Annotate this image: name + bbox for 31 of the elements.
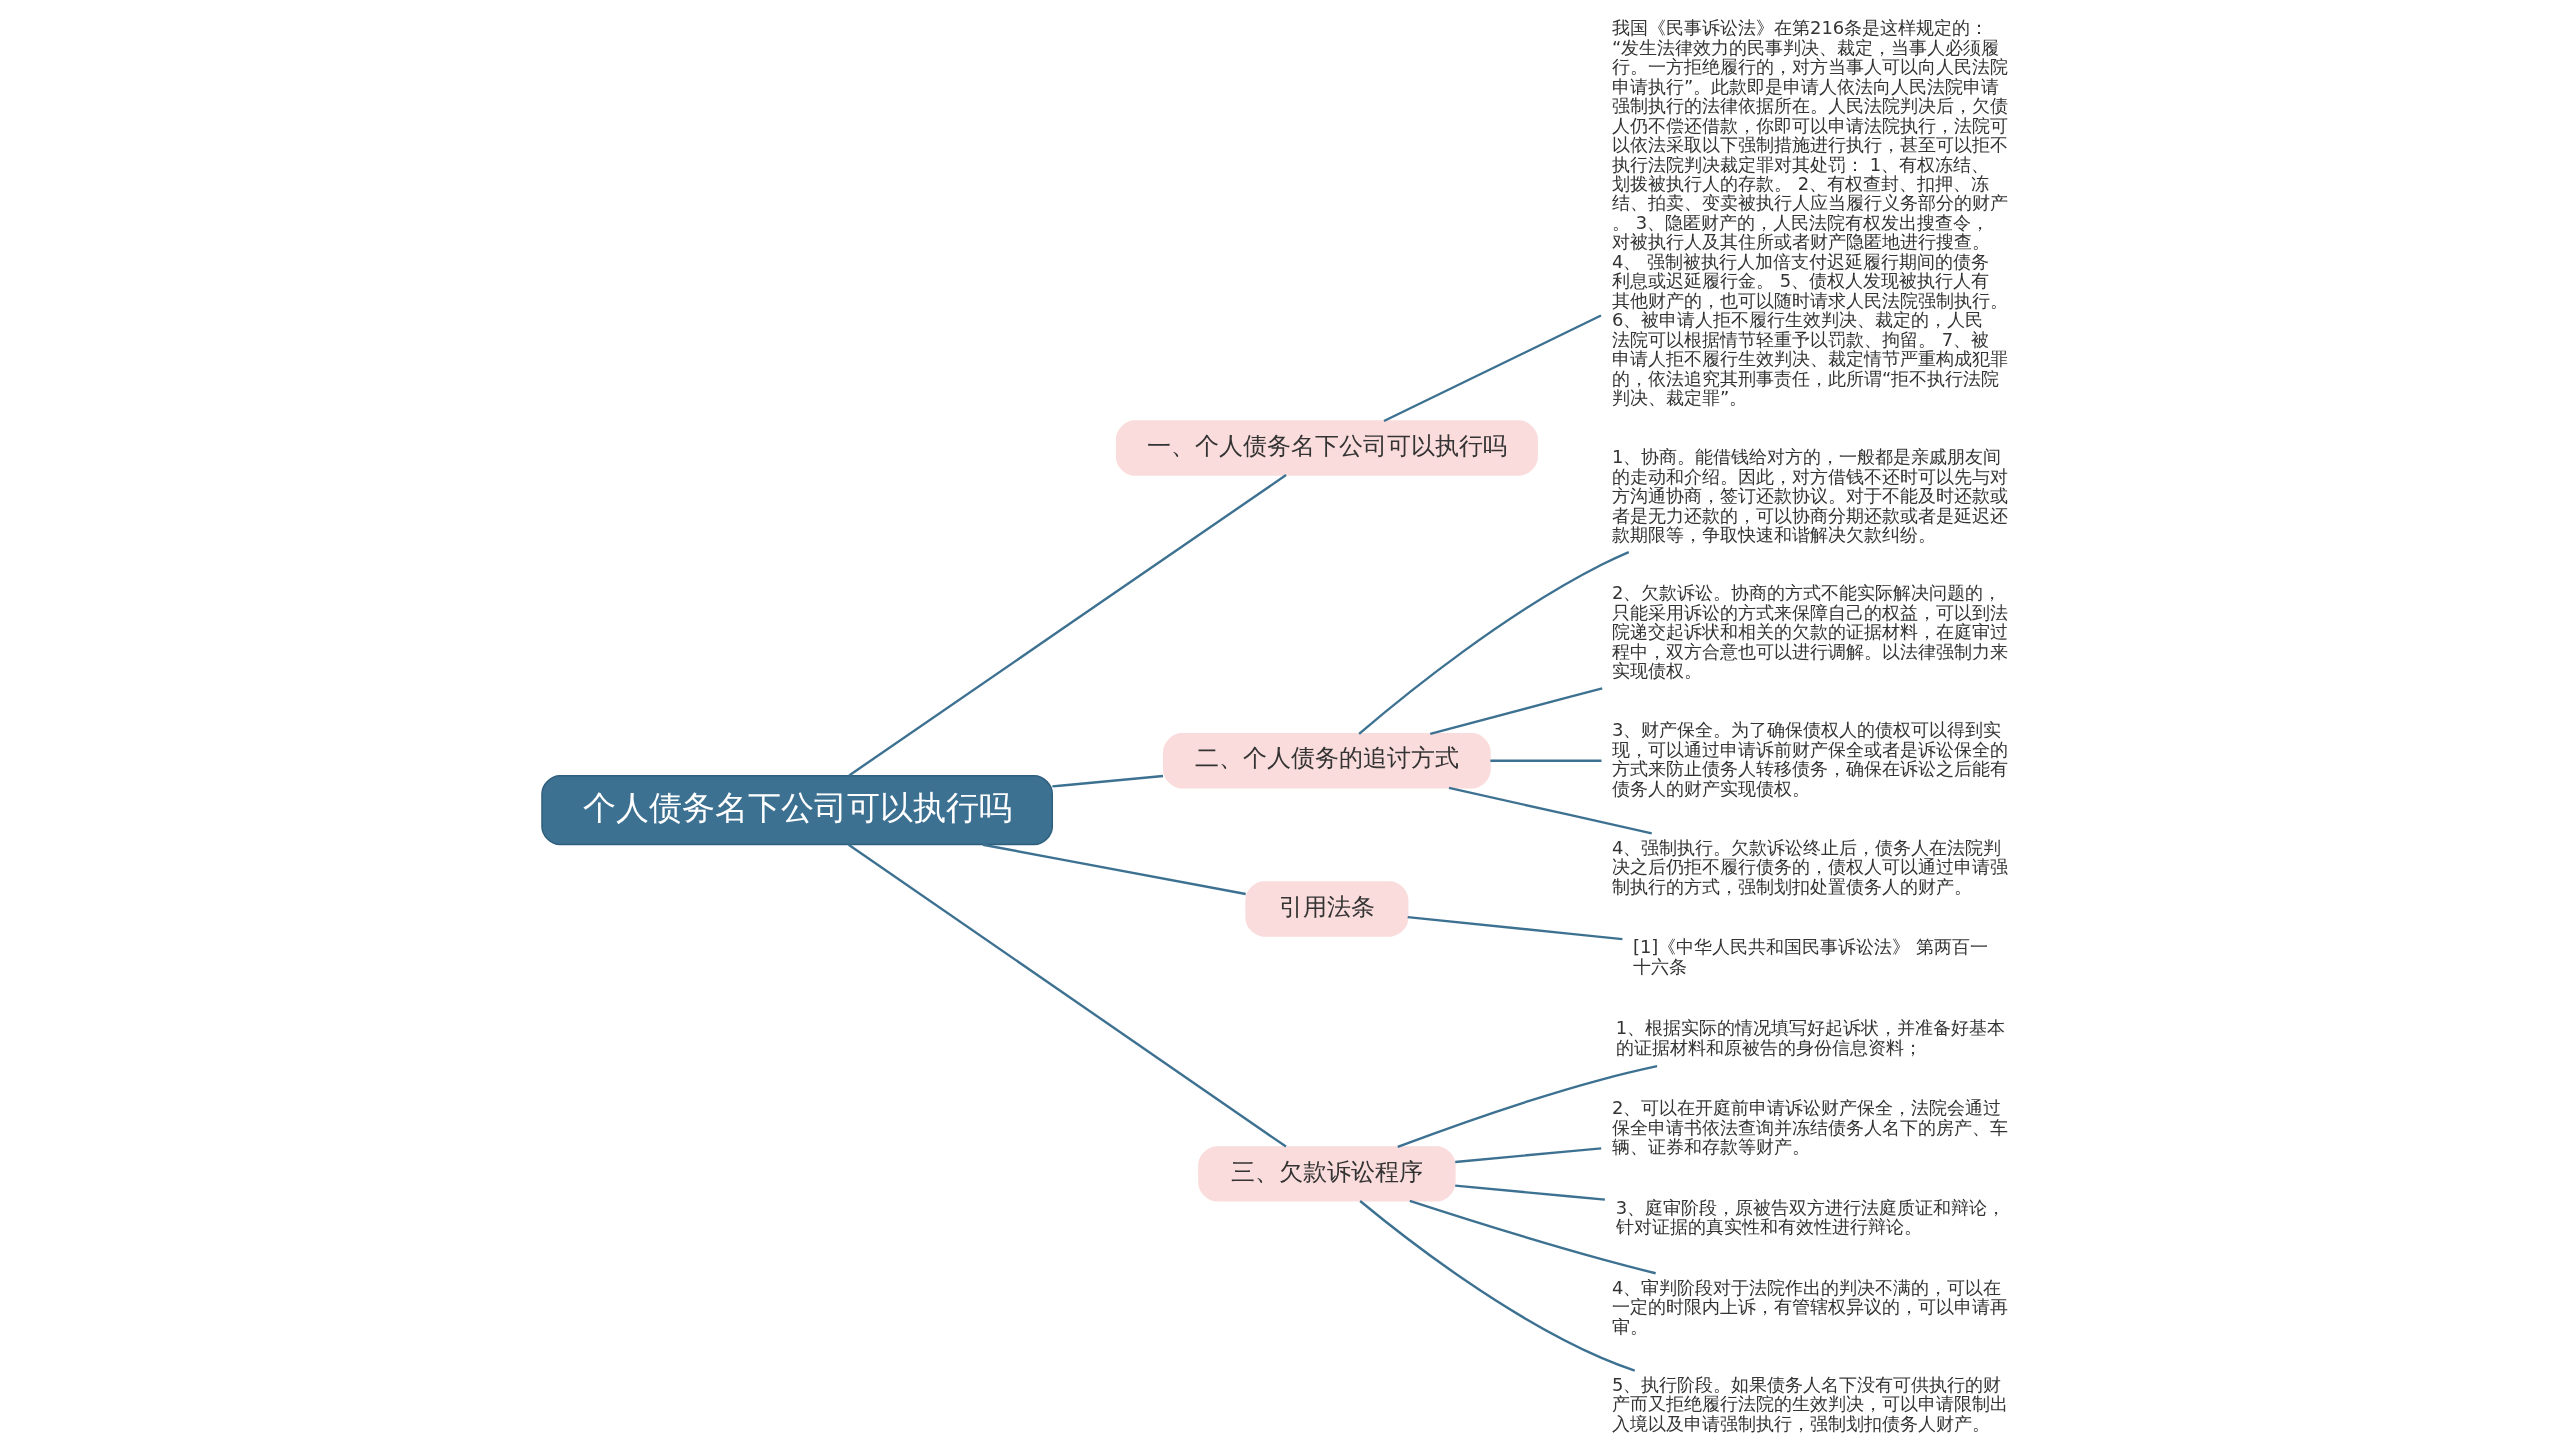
connector — [1408, 1199, 1656, 1275]
node-text: 4、审判阶段对于法院作出的判决不满的，可以在一定的时限内上诉，有管辖权异议的，可以申请再审。 — [1611, 1276, 2008, 1337]
connector — [1382, 314, 1602, 423]
node-text: 5、执行阶段。如果债务人名下没有可供执行的财产而又拒绝履行法院的生效判决，可以申请限制出入境以及申请强制执行，强制划扣债务人财产。 — [1611, 1373, 2008, 1434]
connector — [1448, 786, 1652, 835]
connector — [847, 474, 1287, 777]
node-text: 我国《民事诉讼法》在第216条是这样规定的：“发生法律效力的民事判决、裁定，当事人必须履行。一方拒绝履行的，对方当事人可以向人民法院申请执行”。此款即是申请人依法向人民法院申请强制执行的法律依据所在。人民法院判决后，欠债人仍不偿还借款，你即可以申请法院执行，法院可以依法采取以下强制措施进行执行，甚至可以拒不执行法院判决裁定罪对其处罚： 1、有权冻结、划拨被执行人的存款。 2、有权查封、扣押、冻结、拍卖、变卖被执行人应当履行义务部分的财产。 3、隐匿财产的，人民法院有权发出搜查令，对被执行人及其住所或者财产隐匿地进行搜查。 4、 强制被执行人加倍支付迟延履行期间的债务利息或迟延履行金。 5、债权人发现被执行人有其他财产的，也可以随时请求人民法院强制执行。 6、被申请人拒不履行生效判决、裁定的，人民法院可以根据情节轻重予以罚款、拘留。 7、被申请人拒不履行生效判决、裁定情节严重构成犯罪的，依法追究其刑事责任，此所谓“拒不执行法院判决、裁定罪”。 — [1611, 17, 2008, 409]
connector — [1454, 1184, 1605, 1201]
node-text: 1、根据实际的情况填写好起诉状，并准备好基本的证据材料和原被告的身份信息资料； — [1615, 1017, 2005, 1058]
connector — [1407, 915, 1623, 941]
node-text: 4、强制执行。欠款诉讼终止后，债务人在法院判决之后仍拒不履行债务的，债权人可以通过申请强制执行的方式，强制划扣处置债务人的财产。 — [1611, 836, 2008, 897]
connector — [847, 843, 1287, 1148]
node-box: 二、个人债务的追讨方式 — [1162, 733, 1491, 789]
node-text: 3、财产保全。为了确保债权人的债权可以得到实现，可以通过申请诉前财产保全或者是诉讼保全的方式来防止债务人转移债务，确保在诉讼之后能有债务人的财产实现债权。 — [1611, 719, 2008, 799]
node-text: [1]《中华人民共和国民事诉讼法》 第两百一十六条 — [1632, 936, 1988, 977]
node-box: 三、欠款诉讼程序 — [1197, 1146, 1456, 1202]
connector — [1396, 1065, 1657, 1148]
node-box: 个人债务名下公司可以执行吗 — [540, 775, 1053, 846]
node-text: 2、可以在开庭前申请诉讼财产保全，法院会通过保全申请书依法查询并冻结债务人名下的房产、车辆、证券和存款等财产。 — [1611, 1097, 2008, 1158]
node-box: 引用法条 — [1244, 881, 1408, 937]
connector — [982, 843, 1246, 896]
connector — [1429, 687, 1602, 735]
connector — [1357, 550, 1629, 735]
node-box: 一、个人债务名下公司可以执行吗 — [1115, 420, 1538, 476]
node-text: 3、庭审阶段，原被告双方进行法庭质证和辩论，针对证据的真实性和有效性进行辩论。 — [1615, 1196, 2005, 1238]
connector — [1489, 759, 1601, 762]
node-text: 2、欠款诉讼。协商的方式不能实际解决问题的，只能采用诉讼的方式来保障自己的权益，可以到法院递交起诉状和相关的欠款的证据材料，在庭审过程中，双方合意也可以进行调解。以法律强制力来实现债权。 — [1611, 582, 2008, 682]
connector — [1051, 774, 1163, 788]
connector — [1358, 1200, 1635, 1372]
connector — [1454, 1147, 1601, 1164]
node-text: 1、协商。能借钱给对方的，一般都是亲戚朋友间的走动和介绍。因此，对方借钱不还时可以先与对方沟通协商，签订还款协议。对于不能及时还款或者是无力还款的，可以协商分期还款或者是延迟还款期限等，争取快速和谐解决欠款纠纷。 — [1611, 446, 2008, 545]
